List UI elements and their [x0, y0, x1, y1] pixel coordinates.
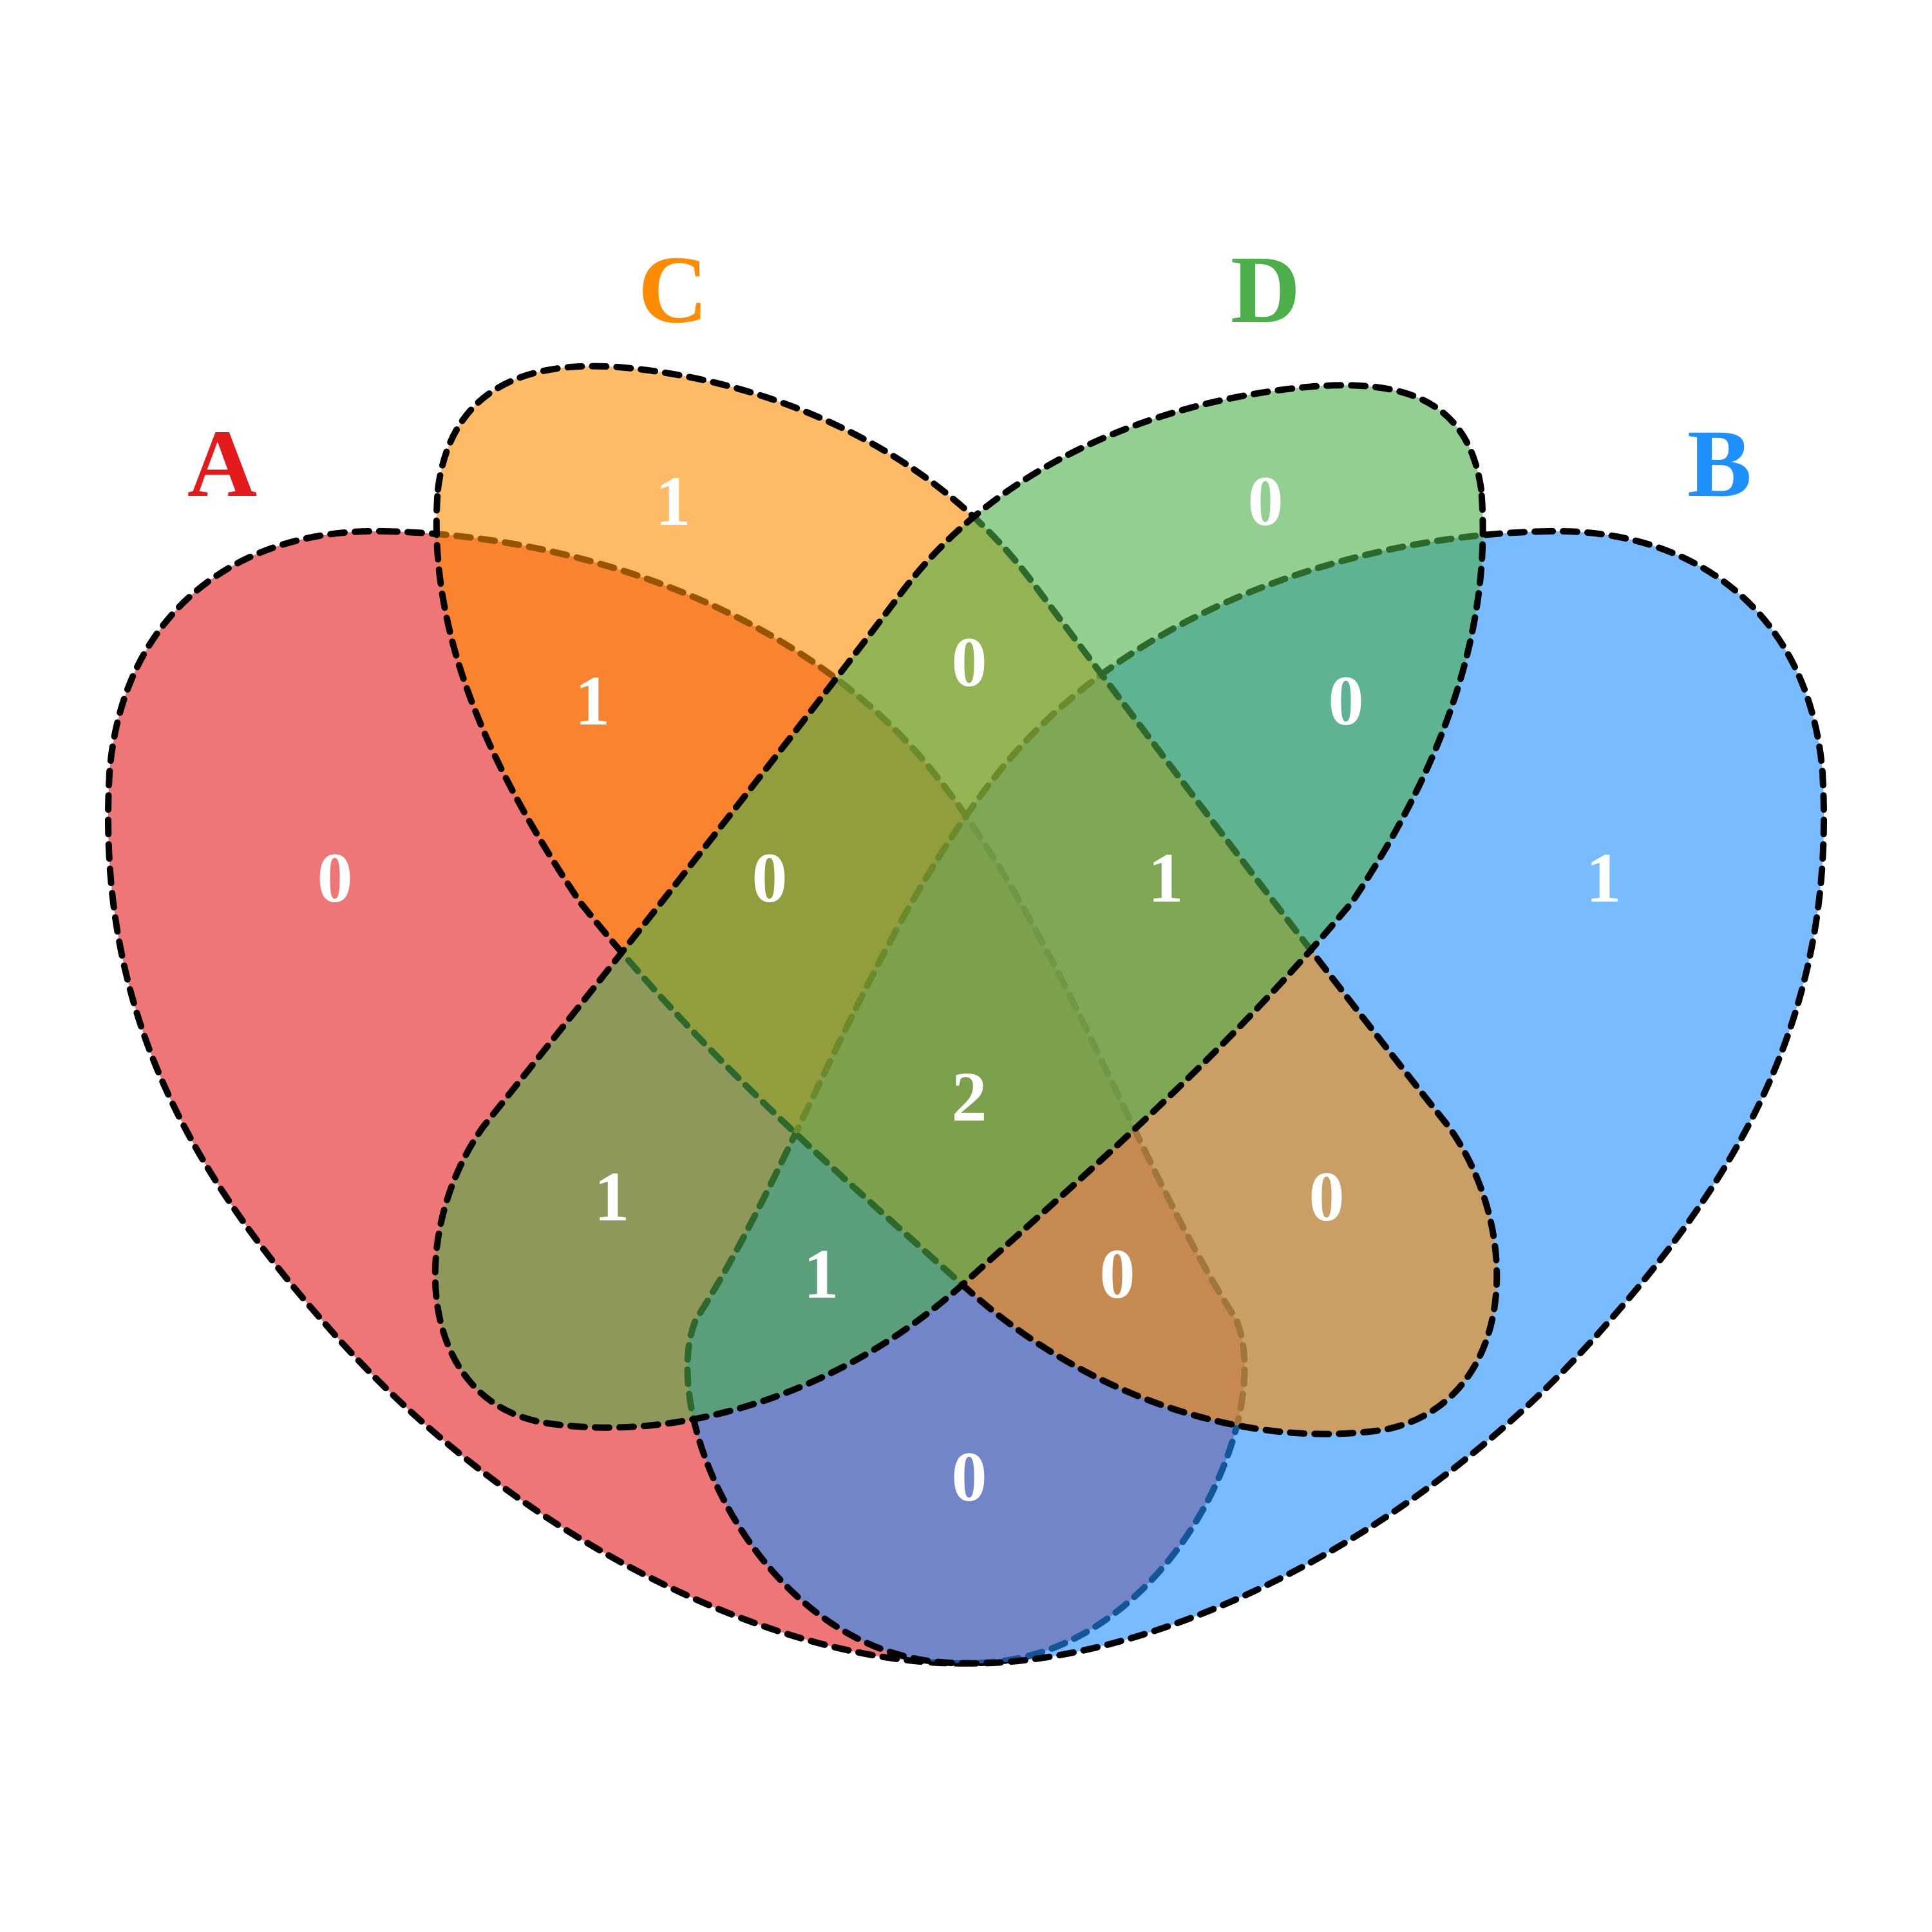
set-label-b: B [1687, 410, 1752, 517]
region-count-a-c: 1 [575, 661, 611, 740]
region-count-d-only: 0 [1248, 462, 1283, 540]
region-count-b-c-d: 1 [1148, 838, 1184, 917]
region-count-c-d: 0 [952, 623, 987, 701]
region-count-b-d: 0 [1329, 661, 1364, 740]
region-count-b-c: 0 [1309, 1157, 1345, 1236]
set-label-c: C [638, 236, 708, 343]
region-count-a-c-d: 0 [752, 838, 788, 917]
region-count-a-d: 1 [594, 1157, 630, 1236]
set-label-a: A [187, 410, 257, 517]
set-label-d: D [1231, 236, 1300, 343]
region-count-a-b-c: 0 [1100, 1235, 1135, 1313]
region-count-a-b: 0 [952, 1437, 987, 1516]
region-count-b-only: 1 [1586, 838, 1622, 917]
region-count-c-only: 1 [656, 462, 691, 540]
region-count-a-b-d: 1 [804, 1235, 839, 1313]
set-d-shape [431, 382, 1486, 1431]
region-count-a-only: 0 [317, 838, 353, 917]
region-count-a-b-c-d: 2 [952, 1057, 987, 1136]
